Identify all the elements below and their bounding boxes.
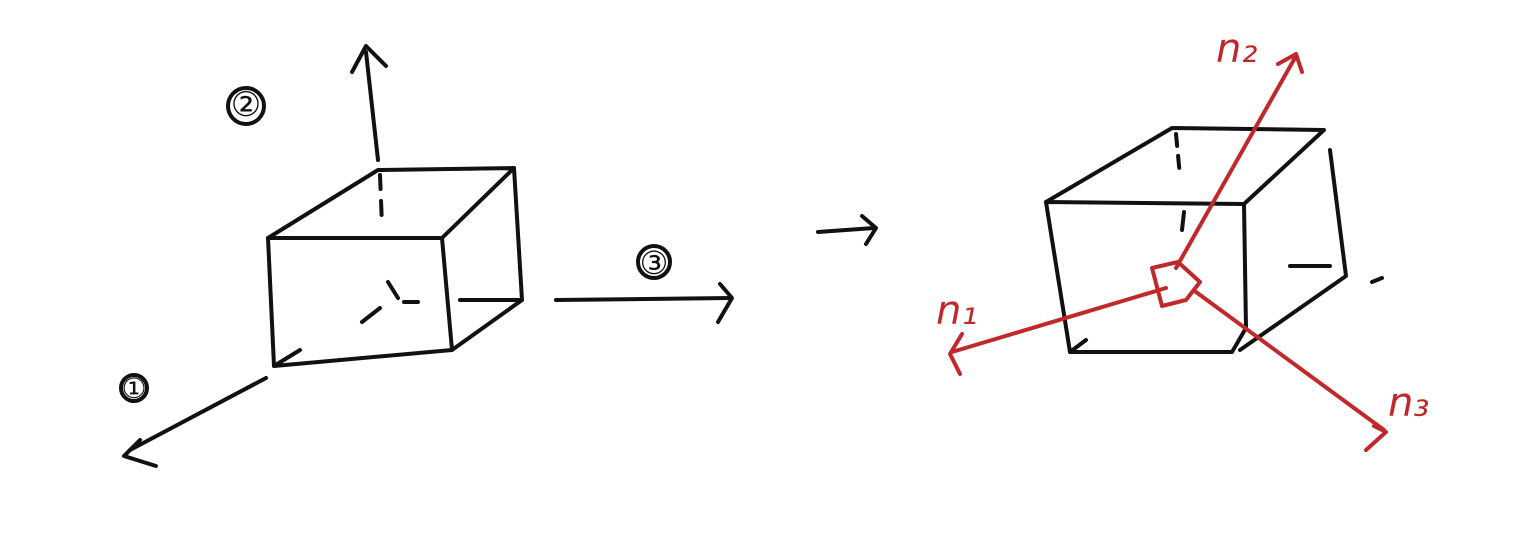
axis-label-2-text: ② [231, 85, 261, 125]
left-figure: ① ② ③ [119, 44, 734, 468]
left-cube-front-face [266, 236, 454, 368]
right-cube-right-back-edge [1238, 148, 1348, 352]
left-cube-hidden-corner [360, 280, 420, 324]
right-cube [1044, 126, 1384, 354]
axis-oblique [122, 376, 268, 468]
axis-oblique-arrowhead [122, 438, 158, 468]
normal-n3-label: n₃ [1388, 380, 1429, 426]
transition-arrow-head [860, 214, 878, 246]
left-cube [266, 166, 524, 368]
normal-n2-label: n₂ [1216, 26, 1257, 72]
axis-vertical-line [364, 50, 380, 162]
axis-vertical [350, 44, 388, 162]
right-cube-hidden-vertical [1174, 132, 1182, 178]
transition-arrow-line [816, 226, 876, 234]
axis-label-1-text: ① [121, 372, 146, 405]
right-cube-hidden-tick [1180, 210, 1186, 232]
axis-label-3: ③ [636, 244, 672, 282]
normal-n3-line [1194, 290, 1386, 432]
right-cube-top-back-edge [1044, 126, 1326, 206]
axis-oblique-line [128, 376, 268, 452]
axis-horizontal-line [554, 296, 732, 302]
normal-n3-arrowhead [1364, 424, 1388, 452]
axis-horizontal [554, 282, 734, 324]
axis-label-2: ② [226, 85, 266, 126]
normal-vectors [948, 52, 1388, 452]
right-figure: n₁ n₂ n₃ [936, 26, 1429, 452]
axis-label-3-text: ③ [640, 244, 669, 282]
left-cube-hidden-vertical [378, 173, 384, 227]
left-cube-bottom-tick [272, 348, 302, 368]
normal-n1-label: n₁ [936, 288, 977, 334]
right-cube-small-tick [1370, 276, 1384, 284]
normal-origin-marker [1150, 260, 1202, 308]
axis-vertical-arrowhead [350, 44, 388, 74]
right-cube-bottom-tick [1068, 338, 1088, 354]
axis-label-1: ① [119, 372, 149, 405]
normal-n2-arrowhead [1276, 52, 1304, 74]
transition-arrow [816, 214, 878, 246]
normal-n1-arrowhead [948, 332, 964, 376]
axis-horizontal-arrowhead [716, 282, 734, 324]
right-cube-front-face [1044, 200, 1248, 354]
normal-n1-line [950, 286, 1168, 354]
left-cube-top-back-edge [266, 166, 516, 240]
normal-n2-line [1174, 54, 1298, 270]
